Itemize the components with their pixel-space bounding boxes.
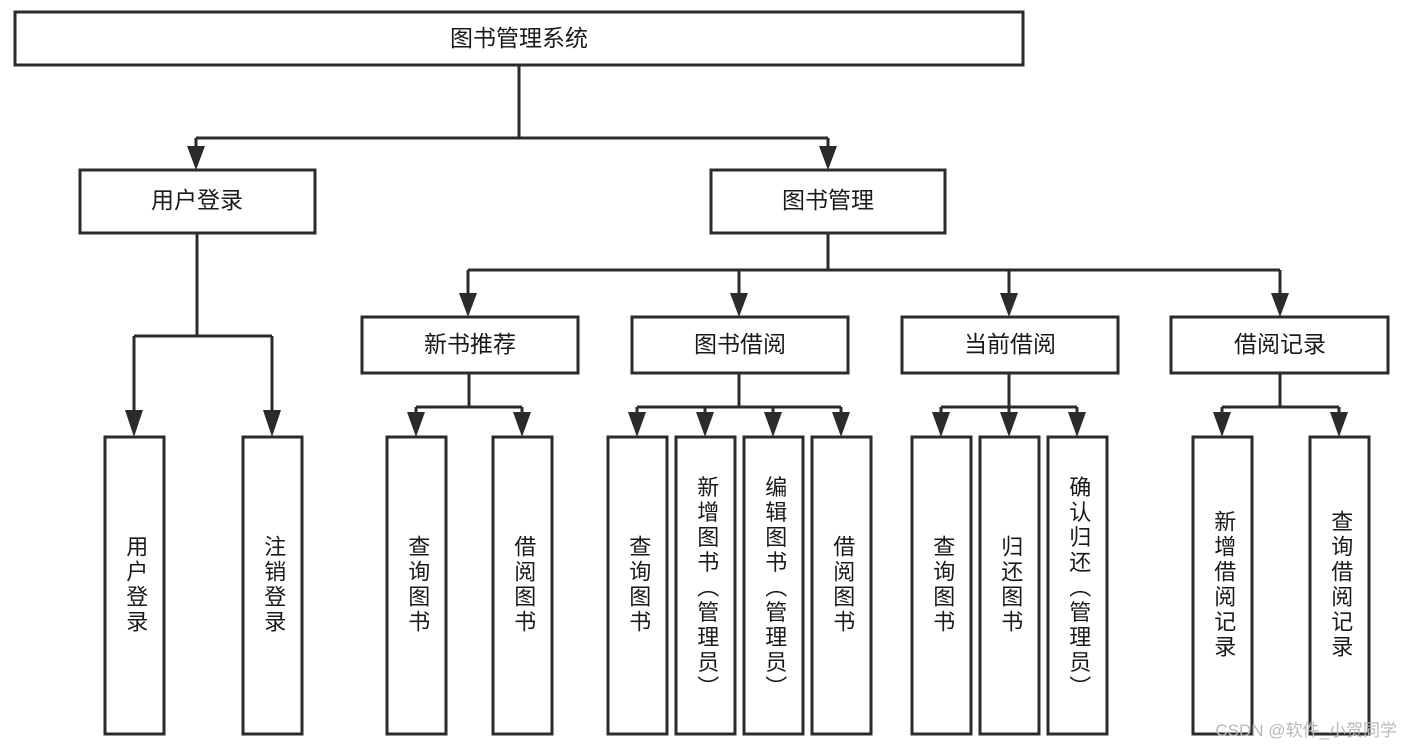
leaf-book-borrow-1-label: 新增图书（管理员） bbox=[694, 476, 719, 701]
leaf-node[interactable]: 新增图书（管理员） bbox=[674, 435, 737, 736]
node-user-login-box[interactable] bbox=[78, 168, 317, 235]
leaf-user-login-1-box[interactable] bbox=[241, 435, 304, 736]
node-current-borrow[interactable]: 当前借阅 bbox=[900, 315, 1120, 375]
leaf-current-borrow-1-box[interactable] bbox=[978, 435, 1041, 736]
node-book-manage[interactable]: 图书管理 bbox=[709, 168, 947, 235]
leaf-node[interactable]: 查询图书 bbox=[910, 435, 973, 736]
leaf-borrow-record-0-box[interactable] bbox=[1191, 435, 1254, 736]
node-root-label: 图书管理系统 bbox=[450, 25, 588, 51]
leaf-current-borrow-1-label: 归还图书 bbox=[998, 535, 1023, 635]
arrow-leaf-book-borrow-3 bbox=[832, 412, 850, 437]
leaf-node[interactable]: 查询图书 bbox=[606, 435, 669, 736]
arrow-leaf-current-borrow-2 bbox=[1068, 412, 1086, 437]
node-book-manage-label: 图书管理 bbox=[782, 187, 874, 213]
node-book-borrow-box[interactable] bbox=[630, 315, 850, 375]
leaf-user-login-0-label: 用户登录 bbox=[123, 535, 148, 635]
leaf-book-borrow-0-box[interactable] bbox=[606, 435, 669, 736]
node-current-borrow-label: 当前借阅 bbox=[964, 331, 1056, 357]
leaf-new-book-1-box[interactable] bbox=[491, 435, 554, 736]
node-borrow-record-box[interactable] bbox=[1169, 315, 1390, 375]
leaf-node[interactable]: 编辑图书（管理员） bbox=[742, 435, 805, 736]
leaf-current-borrow-2-box[interactable] bbox=[1046, 435, 1109, 736]
leaf-new-book-1-label: 借阅图书 bbox=[511, 535, 536, 635]
connector-group bbox=[125, 65, 1348, 437]
arrow-leaf-borrow-record-0 bbox=[1213, 412, 1231, 437]
node-new-book-recommend-label: 新书推荐 bbox=[424, 331, 516, 357]
node-book-manage-box[interactable] bbox=[709, 168, 947, 235]
arrow-leaf-user-login-0 bbox=[125, 410, 143, 437]
leaf-book-borrow-3-label: 借阅图书 bbox=[830, 535, 855, 635]
arrow-leaf-new-book-0 bbox=[407, 412, 425, 437]
leaf-book-borrow-1-box[interactable] bbox=[674, 435, 737, 736]
leaf-user-login-0-box[interactable] bbox=[103, 435, 166, 736]
leaf-node[interactable]: 借阅图书 bbox=[491, 435, 554, 736]
node-new-book-recommend[interactable]: 新书推荐 bbox=[360, 315, 580, 375]
arrow-leaf-current-borrow-1 bbox=[1000, 412, 1018, 437]
node-borrow-record-label: 借阅记录 bbox=[1234, 331, 1326, 357]
arrow-leaf-borrow-record-1 bbox=[1330, 412, 1348, 437]
leaf-new-book-0-label: 查询图书 bbox=[405, 535, 430, 635]
node-book-borrow[interactable]: 图书借阅 bbox=[630, 315, 850, 375]
leaf-node[interactable]: 查询借阅记录 bbox=[1308, 435, 1371, 736]
leaf-current-borrow-0-box[interactable] bbox=[910, 435, 973, 736]
leaf-node[interactable]: 查询图书 bbox=[385, 435, 448, 736]
arrow-leaf-current-borrow-0 bbox=[932, 412, 950, 437]
arrow-borrow-record bbox=[1271, 293, 1289, 317]
node-root[interactable]: 图书管理系统 bbox=[13, 10, 1025, 67]
arrow-leaf-new-book-1 bbox=[513, 412, 531, 437]
node-root-box[interactable] bbox=[13, 10, 1025, 67]
leaf-book-borrow-0-label: 查询图书 bbox=[626, 535, 651, 635]
node-current-borrow-box[interactable] bbox=[900, 315, 1120, 375]
arrow-book-manage bbox=[819, 146, 837, 170]
arrow-book-borrow bbox=[730, 293, 748, 317]
leaf-current-borrow-0-label: 查询图书 bbox=[930, 535, 955, 635]
leaf-node[interactable]: 借阅图书 bbox=[810, 435, 873, 736]
arrow-user-login bbox=[187, 146, 205, 170]
leaf-node[interactable]: 确认归还（管理员） bbox=[1046, 435, 1109, 736]
node-new-book-recommend-box[interactable] bbox=[360, 315, 580, 375]
arrow-leaf-book-borrow-0 bbox=[628, 412, 646, 437]
node-book-borrow-label: 图书借阅 bbox=[694, 331, 786, 357]
leaf-node[interactable]: 归还图书 bbox=[978, 435, 1041, 736]
leaf-borrow-record-0-label: 新增借阅记录 bbox=[1211, 510, 1236, 660]
arrow-current-borrow bbox=[1000, 293, 1018, 317]
leaf-borrow-record-1-label: 查询借阅记录 bbox=[1328, 510, 1353, 660]
node-user-login[interactable]: 用户登录 bbox=[78, 168, 317, 235]
node-borrow-record[interactable]: 借阅记录 bbox=[1169, 315, 1390, 375]
arrow-new-book-recommend bbox=[459, 293, 477, 317]
leaf-node[interactable]: 用户登录 bbox=[103, 435, 166, 736]
leaf-node[interactable]: 注销登录 bbox=[241, 435, 304, 736]
leaf-user-login-1-label: 注销登录 bbox=[261, 535, 286, 635]
leaf-node[interactable]: 新增借阅记录 bbox=[1191, 435, 1254, 736]
arrow-leaf-user-login-1 bbox=[263, 410, 281, 437]
leaf-borrow-record-1-box[interactable] bbox=[1308, 435, 1371, 736]
node-user-login-label: 用户登录 bbox=[151, 187, 243, 213]
leaf-book-borrow-2-box[interactable] bbox=[742, 435, 805, 736]
leaf-book-borrow-3-box[interactable] bbox=[810, 435, 873, 736]
leaf-current-borrow-2-label: 确认归还（管理员） bbox=[1066, 476, 1091, 701]
arrow-leaf-book-borrow-2 bbox=[764, 412, 782, 437]
arrow-leaf-book-borrow-1 bbox=[696, 412, 714, 437]
leaf-book-borrow-2-label: 编辑图书（管理员） bbox=[762, 476, 787, 701]
leaf-new-book-0-box[interactable] bbox=[385, 435, 448, 736]
